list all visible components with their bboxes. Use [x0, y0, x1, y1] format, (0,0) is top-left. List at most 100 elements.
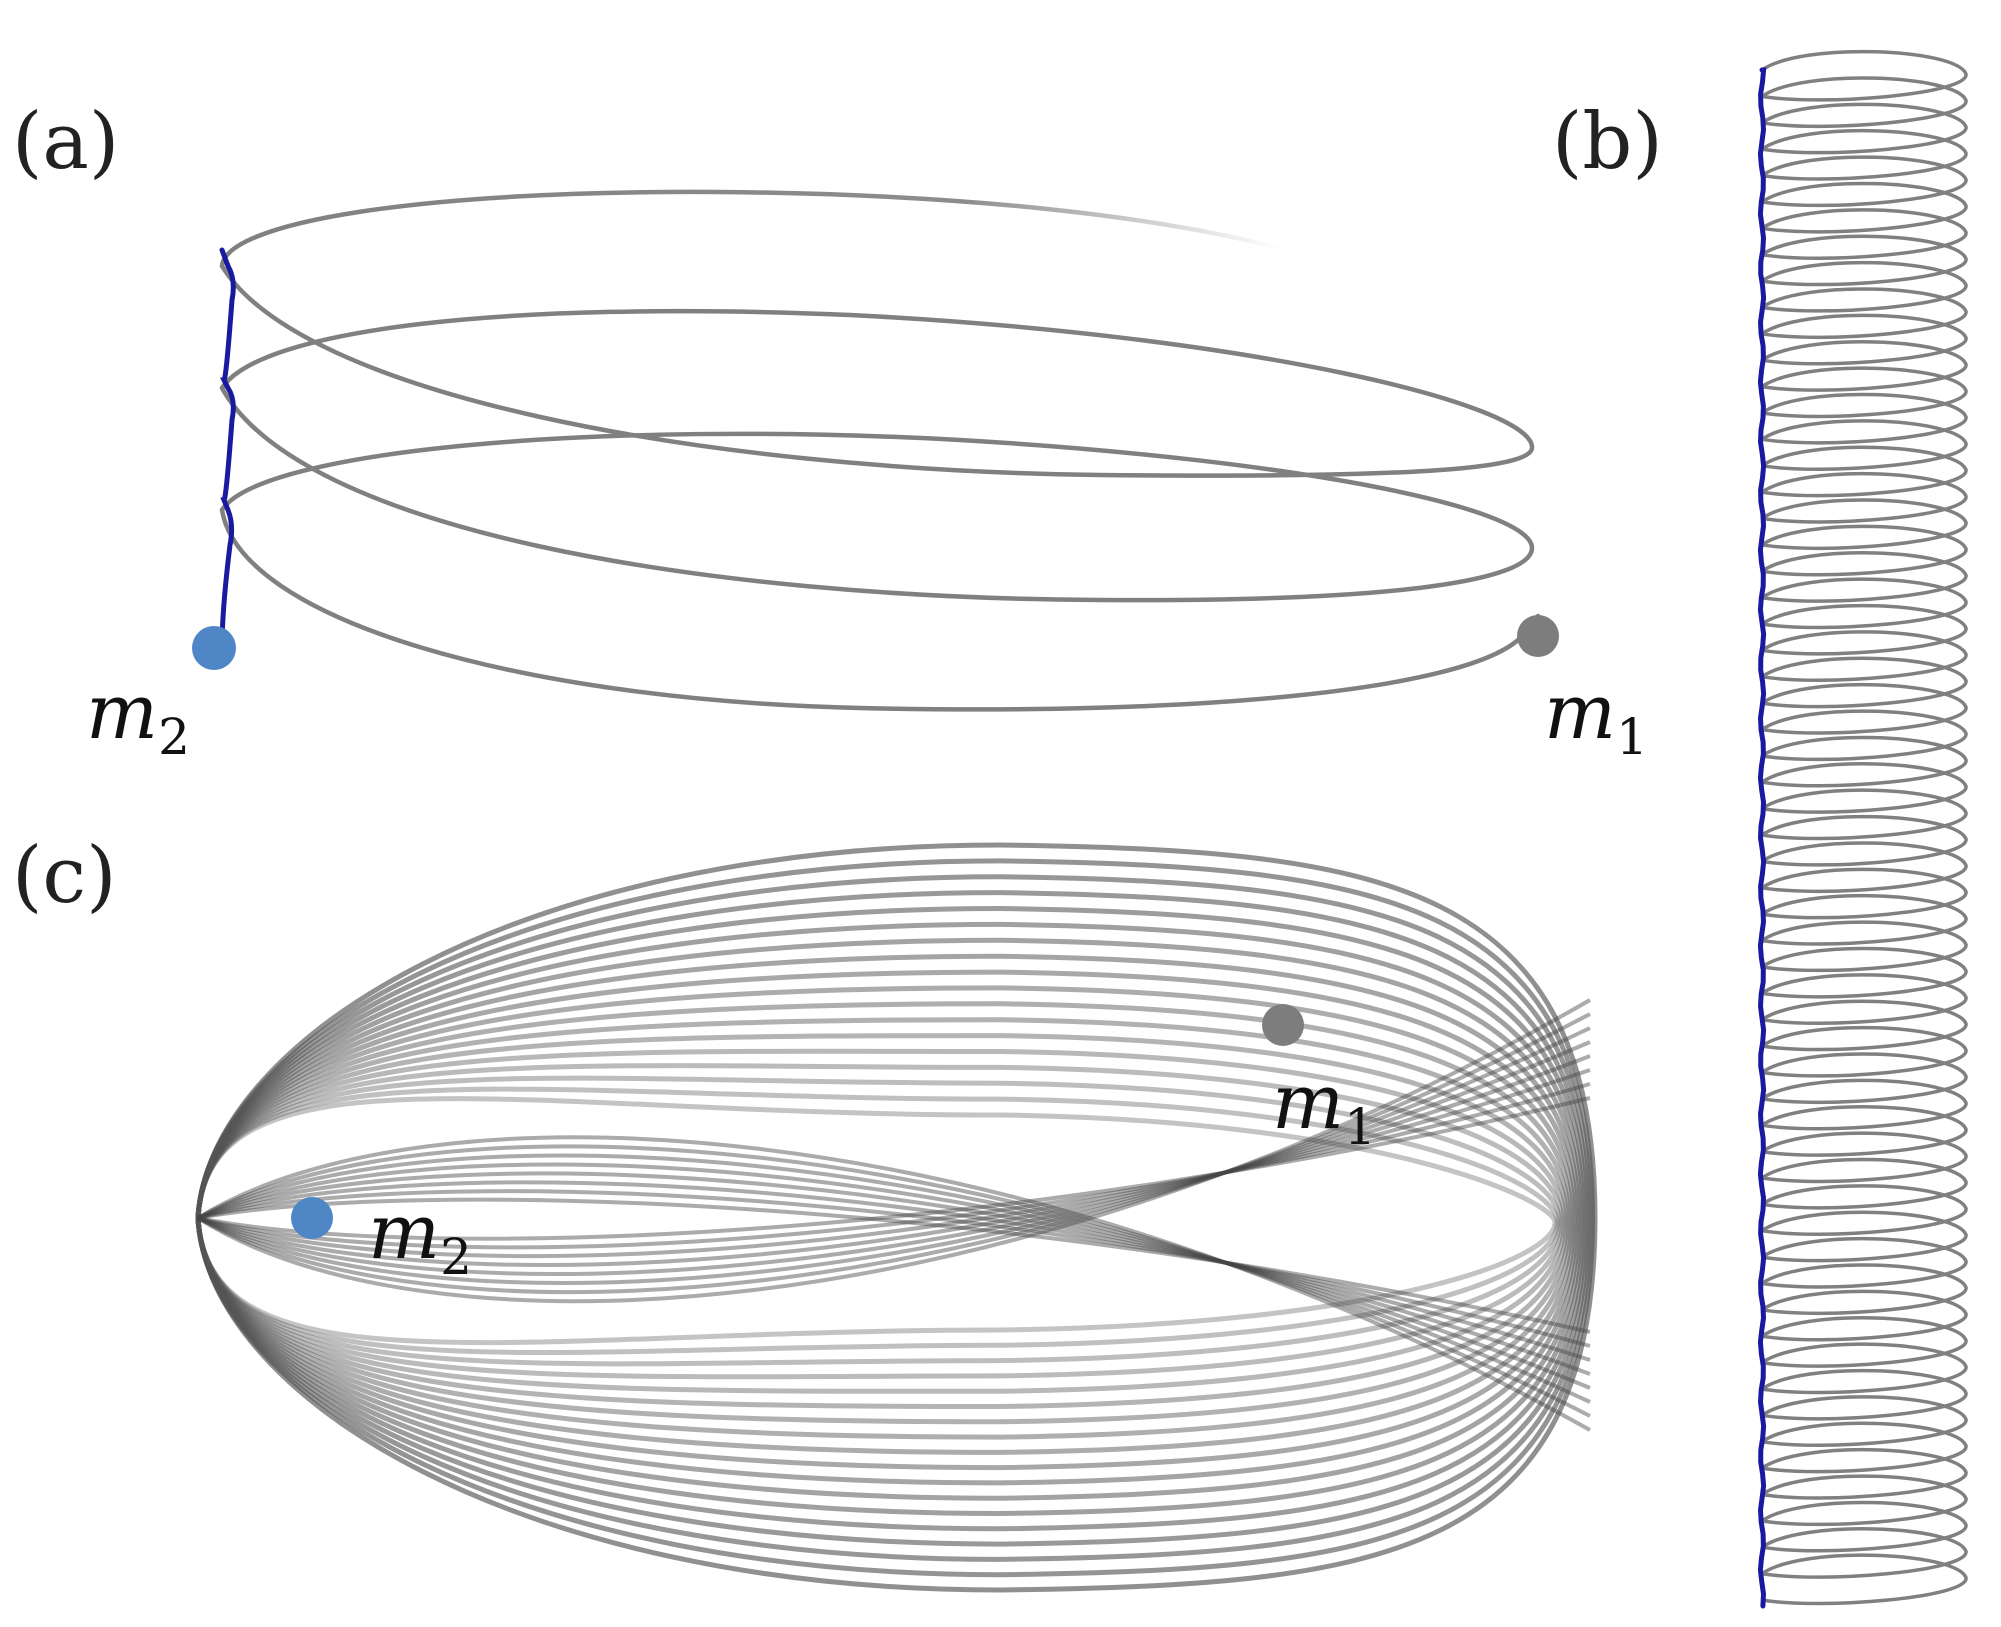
panel-b-coil-loop: [1760, 419, 1968, 471]
panel-c-orbit-loop: [195, 1001, 1575, 1440]
panel-a-orbit-loop-2: [219, 263, 1535, 478]
panel-b-coil-loop: [1760, 841, 1968, 894]
panel-b-coil-loop: [1760, 973, 1968, 1025]
panel-c-body2-label: m2: [368, 1187, 472, 1286]
panel-b-coil-loop: [1760, 1316, 1968, 1368]
panel-b-coil-loop: [1760, 1342, 1968, 1395]
panel-b-coil-loop: [1760, 1210, 1968, 1263]
panel-b-coil-loop: [1760, 1447, 1968, 1500]
panel-a-orbit-loop-3: [219, 385, 1535, 603]
panel-b-coil-loop: [1760, 1474, 1968, 1527]
panel-c: (c) m1 m2: [12, 831, 1598, 1593]
panel-b: (b): [1552, 49, 1968, 1609]
panel-b-coil-loop: [1760, 1157, 1968, 1210]
panel-a-body2-marker: [192, 626, 236, 670]
panel-c-body1-label: m1: [1272, 1057, 1376, 1156]
panel-b-coil-loop: [1760, 893, 1968, 946]
panel-c-body1-symbol: m: [1272, 1057, 1344, 1146]
panel-c-orbit-strand: [197, 1162, 1591, 1390]
panel-b-coil-loop: [1760, 603, 1968, 656]
panel-c-label: (c): [12, 831, 117, 921]
panel-b-coil-loop: [1760, 234, 1968, 287]
panel-b-coil-loop: [1760, 128, 1968, 181]
panel-c-body2-symbol: m: [368, 1187, 440, 1276]
panel-b-coil-loop: [1760, 682, 1968, 735]
panel-c-body1-marker: [1262, 1004, 1304, 1046]
panel-a-body1-marker: [1517, 615, 1559, 657]
panel-c-orbit-strand: [197, 1012, 1591, 1294]
panel-b-coil-loop: [1760, 656, 1968, 709]
panel-b-coil-loop: [1760, 1263, 1968, 1316]
panel-b-coil-loop: [1760, 155, 1968, 208]
panel-b-coil-loop: [1760, 287, 1968, 340]
panel-c-orbit-strand: [197, 1171, 1591, 1376]
panel-b-coil-loop: [1760, 577, 1968, 630]
panel-b-label: (b): [1552, 97, 1663, 187]
panel-a: (a) m2 m1: [12, 97, 1648, 766]
panel-c-orbit-strand: [197, 1054, 1591, 1267]
panel-c-orbit-strand: [196, 1135, 1591, 1432]
panel-b-coil-loop: [1760, 49, 1968, 102]
panel-b-coil-loop: [1760, 709, 1968, 762]
panel-c-body2-marker: [291, 1197, 333, 1239]
panel-b-coil-loop: [1760, 366, 1968, 419]
panel-b-coil-loop: [1760, 630, 1968, 682]
panel-b-coil-loop: [1760, 1078, 1968, 1131]
panel-b-coil-loop: [1760, 1421, 1968, 1474]
panel-b-coil-loop: [1760, 1052, 1968, 1105]
panel-a-orbit: [219, 189, 1541, 712]
panel-b-coil-loop: [1760, 867, 1968, 920]
panel-c-orbit-strand: [197, 1144, 1591, 1418]
panel-b-coil-loop: [1760, 1553, 1968, 1606]
panel-b-coil-loop: [1760, 1368, 1968, 1421]
panel-c-body2-sub: 2: [440, 1228, 472, 1286]
panel-b-coil-loop: [1760, 814, 1968, 867]
panel-c-orbit: [195, 842, 1598, 1593]
panel-a-body1-sub: 1: [1616, 708, 1648, 766]
panel-c-orbit-strand: [197, 1153, 1591, 1404]
panel-c-orbit-loop: [195, 969, 1579, 1471]
panel-a-body1-label: m1: [1544, 667, 1648, 766]
panel-c-body1-sub: 1: [1344, 1098, 1376, 1156]
panel-b-coil-loop: [1760, 788, 1968, 841]
panel-b-coil-loop: [1760, 1500, 1968, 1553]
panel-b-coil-loop: [1760, 1025, 1968, 1078]
panel-b-coil-loop: [1760, 1184, 1968, 1236]
panel-c-orbit-strand: [197, 1082, 1591, 1250]
panel-b-coil-loop: [1760, 920, 1968, 973]
panel-b-coil-loop: [1760, 1236, 1968, 1289]
panel-b-coil-loop: [1760, 392, 1968, 445]
panel-c-orbit-loop: [195, 985, 1577, 1455]
panel-c-orbit-loop: [195, 1086, 1560, 1355]
panel-b-coil-loop: [1760, 1395, 1968, 1447]
panel-c-orbit-strand: [197, 1068, 1591, 1259]
panel-a-body2-label: m2: [86, 667, 190, 766]
panel-b-coil-loop: [1760, 102, 1968, 155]
panel-a-label: (a): [12, 97, 119, 187]
panel-b-coil-loop: [1760, 1105, 1968, 1157]
panel-c-orbit-strand: [196, 998, 1591, 1304]
panel-a-orbit-loop-bottom: [219, 507, 1541, 712]
panel-a-body1-symbol: m: [1544, 667, 1616, 756]
panel-c-orbit-loop: [195, 1075, 1563, 1367]
panel-b-coil-loop: [1760, 208, 1968, 260]
panel-a-orbit-loop-top: [219, 189, 1283, 269]
panel-b-coil-loop: [1760, 445, 1968, 498]
panel-b-coil-loop: [1760, 181, 1968, 234]
panel-b-coil-loop: [1760, 471, 1968, 524]
panel-c-orbit-loop: [195, 1048, 1567, 1394]
panel-b-coil-loop: [1760, 946, 1968, 999]
panel-c-orbit-strand: [197, 1040, 1591, 1276]
panel-a-body2-sub: 2: [158, 708, 190, 766]
panel-c-orbit-loop: [195, 1017, 1572, 1425]
panel-b-coil-loop: [1760, 1131, 1968, 1184]
panel-c-orbit-strand: [197, 1026, 1591, 1285]
panel-b-coil-loop: [1760, 1527, 1968, 1579]
panel-c-orbit-loop: [195, 1096, 1558, 1346]
panel-b-coil-loop: [1760, 524, 1968, 577]
panel-c-orbit-strand: [197, 1180, 1591, 1362]
panel-b-coil-loop: [1760, 762, 1968, 814]
panel-b-m2-trajectory: [1757, 67, 1767, 1609]
panel-c-orbit-loop: [195, 1033, 1570, 1410]
